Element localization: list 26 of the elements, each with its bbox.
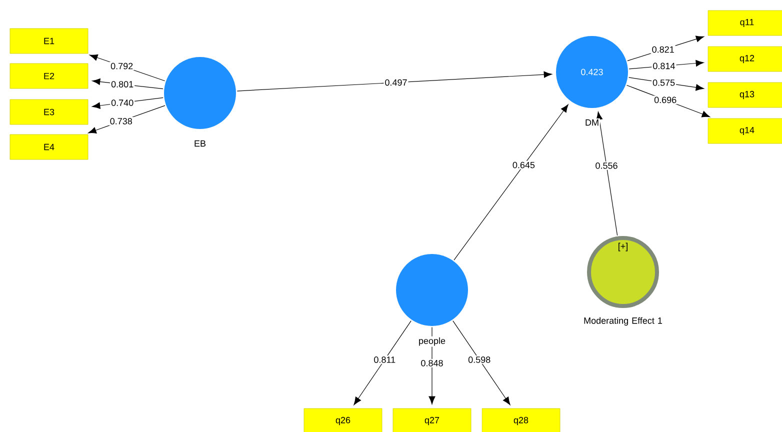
indicator-box: q11	[708, 10, 782, 36]
indicator-box: q13	[708, 82, 782, 108]
expand-sign: [+]	[618, 242, 628, 252]
indicator-box: q12	[708, 46, 782, 72]
indicator-box: E4	[10, 134, 88, 160]
arrow	[236, 71, 552, 92]
arrow	[454, 104, 568, 260]
indicator-box: E3	[10, 99, 88, 125]
edge-label: 0.598	[467, 356, 492, 364]
edge-label: 0.801	[110, 80, 135, 88]
edge-label: 0.740	[110, 98, 135, 107]
indicator-box: E2	[10, 63, 88, 89]
indicator-box: q26	[304, 408, 382, 432]
indicator-box: q14	[708, 118, 782, 144]
construct-circle	[396, 254, 468, 326]
indicator-box: q28	[482, 408, 560, 432]
indicator-box: q27	[392, 408, 472, 432]
edge-label: 0.696	[653, 96, 678, 104]
indicator-box: E1	[10, 28, 88, 54]
edge-label: 0.811	[372, 356, 397, 364]
arrow	[354, 320, 412, 406]
arrow	[596, 112, 618, 236]
arrow	[452, 320, 510, 406]
construct-label: Moderating Effect 1	[584, 317, 662, 326]
construct-circle	[164, 57, 236, 129]
edge-label: 0.738	[108, 117, 134, 126]
